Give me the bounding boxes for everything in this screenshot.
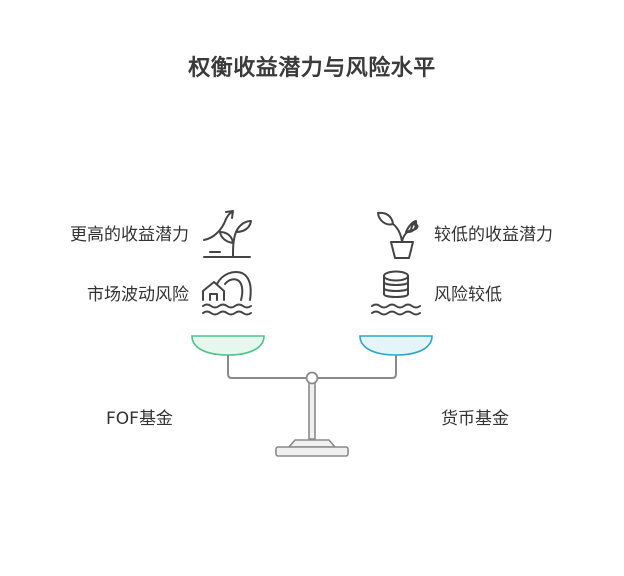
- diagram-title: 权衡收益潜力与风险水平: [188, 56, 436, 81]
- right-fund-label: 货币基金: [441, 409, 509, 429]
- house-wave-icon: [202, 271, 252, 316]
- left-risk-label: 市场波动风险: [87, 285, 189, 305]
- scale-stand: [275, 380, 349, 457]
- scale-pivot: [305, 371, 319, 385]
- left-fund-label: FOF基金: [106, 409, 173, 429]
- growing-plant-arrow-icon: [203, 210, 252, 258]
- potted-plant-icon: [377, 211, 419, 259]
- left-pan: [191, 335, 265, 356]
- right-risk-label: 风险较低: [434, 285, 502, 305]
- left-return-label: 更高的收益潜力: [70, 225, 189, 245]
- right-pan: [359, 335, 433, 356]
- coin-stack-water-icon: [371, 270, 421, 316]
- right-return-label: 较低的收益潜力: [434, 225, 553, 245]
